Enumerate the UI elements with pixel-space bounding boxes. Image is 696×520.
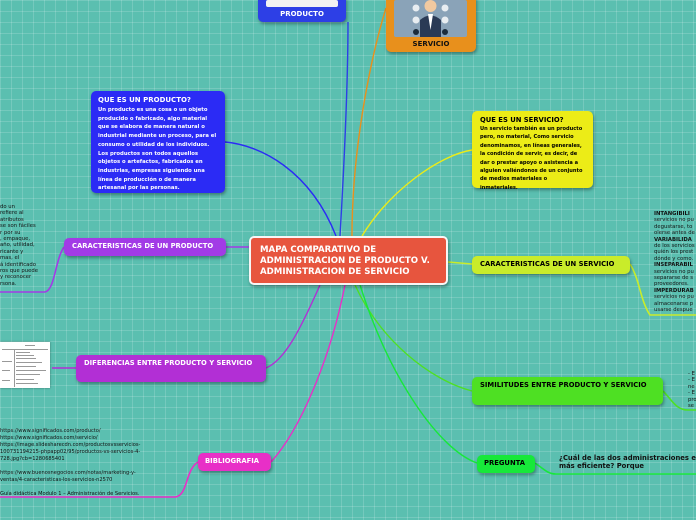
text-line: https://www.significados.com/servicio/: [0, 435, 98, 441]
que-es-servicio-node[interactable]: QUE ES UN SERVICIO? Un servicio también …: [472, 111, 593, 191]
caracteristicas-producto-node[interactable]: CARACTERISTICAS DE UN PRODUCTO: [64, 238, 226, 256]
central-title: MAPA COMPARATIVO DE ADMINISTRACION DE PR…: [260, 245, 430, 277]
que-es-servicio-body: Un servicio también es un producto pero,…: [480, 126, 583, 191]
text-line: usarse despue: [654, 307, 693, 314]
servicio-image: [394, 0, 467, 37]
link-producto-top: [339, 21, 349, 237]
text-line: , empaque,: [0, 236, 31, 243]
similitudes-node[interactable]: SIMILITUDES ENTRE PRODUCTO Y SERVICIO: [472, 377, 663, 405]
text-line: 100731194215-phpapp02/95/productos-vs-se…: [0, 449, 141, 455]
text-line: año, utilidad,: [0, 242, 35, 249]
text-line: Guía didáctica Modulo 1 – Administración…: [0, 491, 140, 497]
text-line: https://www.buenosnegocios.com/notas/mar…: [0, 470, 136, 476]
diferencias-table-image: [0, 342, 50, 388]
servicio-top-label: SERVICIO: [412, 40, 450, 48]
link-bibliografia: [270, 284, 346, 463]
text-line: [0, 484, 140, 491]
producto-image: [266, 0, 338, 7]
bibliografia-label: BIBLIOGRAFIA: [205, 457, 260, 465]
text-line: VARIABILIDA: [654, 236, 692, 243]
text-line: de los servicios: [654, 243, 695, 250]
link-servicio-top: [351, 7, 387, 237]
text-line: quién los prest: [654, 249, 694, 256]
text-line: INSEPARABIL: [654, 262, 693, 269]
text-line: servicios no pu: [654, 268, 694, 275]
caracteristicas-servicio-node[interactable]: CARACTERISTICAS DE UN SERVICIO: [472, 256, 630, 274]
text-line: - E: [688, 371, 695, 377]
text-line: IMPERDURAB: [654, 287, 694, 294]
text-line: https://www.significados.com/producto/: [0, 428, 101, 434]
text-line: se son fáciles: [0, 223, 36, 230]
text-line: y reconocer: [0, 274, 32, 281]
text-line: refiere al: [0, 210, 24, 217]
text-line: ricante y: [0, 248, 24, 255]
text-line: proveedores.: [654, 281, 689, 288]
link-leaf-similitudes: [662, 390, 696, 411]
diferencias-label: DIFERENCIAS ENTRE PRODUCTO Y SERVICIO: [84, 359, 253, 367]
text-line: mas, el: [0, 255, 20, 262]
que-es-servicio-heading: QUE ES UN SERVICIO?: [480, 116, 564, 124]
servicio-top-node[interactable]: SERVICIO: [386, 0, 476, 52]
text-line: - E: [688, 390, 695, 397]
text-line: 728.jpg?cb=1280685401: [0, 456, 65, 462]
text-line: INTANGIBILI: [654, 211, 690, 217]
que-es-producto-heading: QUE ES UN PRODUCTO?: [98, 96, 191, 104]
text-line: https://image.slidesharecdn.com/producto…: [0, 442, 141, 448]
link-similitudes: [354, 284, 473, 392]
text-line: degustarse, to: [654, 223, 693, 230]
link-caract-servicio: [447, 261, 473, 265]
link-leaf-pregunta: [534, 462, 696, 475]
text-line: [0, 463, 140, 470]
caracteristicas-producto-label: CARACTERISTICAS DE UN PRODUCTO: [72, 242, 214, 250]
pregunta-label: PREGUNTA: [484, 459, 526, 467]
que-es-producto-body1: Un producto es una cosa o un objeto prod…: [98, 107, 217, 148]
text-line: do un: [0, 204, 16, 210]
bibliografia-node[interactable]: BIBLIOGRAFIA: [198, 453, 271, 471]
text-line: dónde y como.: [654, 255, 694, 262]
text-line: á identificado: [0, 261, 37, 268]
similitudes-label: SIMILITUDES ENTRE PRODUCTO Y SERVICIO: [480, 381, 647, 389]
que-es-producto-body2: Los productos son todos aquellos objetos…: [98, 150, 205, 192]
text-line: olerse antes de: [654, 230, 695, 237]
text-line: se: [688, 403, 695, 410]
text-line: r por su: [0, 229, 21, 236]
pregunta-node[interactable]: PREGUNTA: [477, 455, 535, 473]
producto-top-label: PRODUCTO: [280, 10, 324, 18]
text-line: ventas/4-caracteristicas-los-servicios-n…: [0, 477, 113, 483]
pregunta-text: ¿Cuál de las dos administraciones es más…: [559, 454, 696, 470]
text-line: - E: [688, 377, 695, 384]
caracteristicas-servicio-label: CARACTERISTICAS DE UN SERVICIO: [480, 260, 615, 268]
link-leaf-bib: [0, 461, 199, 498]
text-line: separarse de s: [654, 275, 693, 282]
link-diferencias: [265, 284, 321, 369]
central-title-node[interactable]: MAPA COMPARATIVO DE ADMINISTRACION DE PR…: [249, 236, 448, 285]
text-line: ros que puede: [0, 268, 39, 275]
link-que-es-producto: [224, 141, 337, 237]
producto-top-node[interactable]: PRODUCTO: [258, 0, 346, 22]
link-que-es-servicio: [361, 149, 473, 237]
text-line: pro: [688, 396, 696, 403]
link-leaf-caract-producto: [0, 246, 65, 293]
text-line: atributos: [0, 216, 24, 223]
text-line: servicios no pu: [654, 294, 694, 301]
text-line: rsona.: [0, 280, 17, 287]
text-line: servicios no pu: [654, 217, 694, 224]
bibliografia-text: https://www.significados.com/producto/ht…: [0, 428, 140, 498]
text-line: almacenarse p: [654, 300, 694, 307]
link-leaf-caract-servicio: [629, 263, 696, 316]
text-line: ne: [688, 383, 695, 390]
que-es-producto-node[interactable]: QUE ES UN PRODUCTO? Un producto es una c…: [91, 91, 225, 193]
link-pregunta: [359, 284, 478, 464]
diferencias-node[interactable]: DIFERENCIAS ENTRE PRODUCTO Y SERVICIO: [76, 355, 266, 382]
